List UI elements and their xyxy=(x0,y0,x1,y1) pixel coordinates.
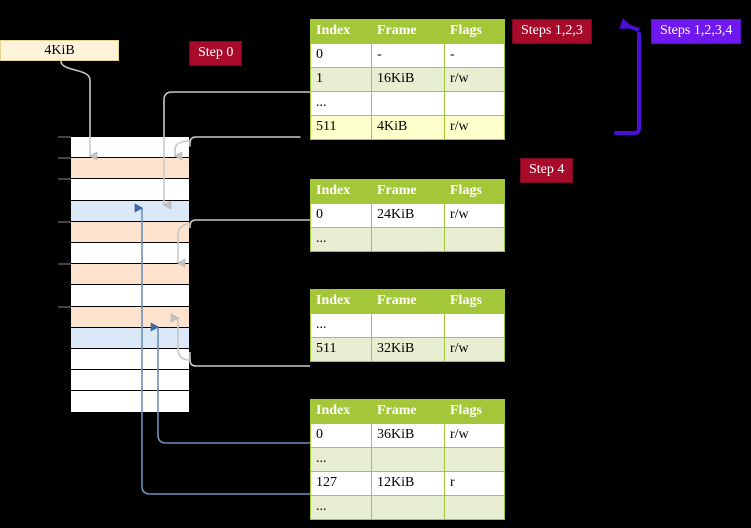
cell-flags: r/w xyxy=(444,67,505,92)
cell-index: ... xyxy=(310,313,372,338)
frame-size-label: 4KiB xyxy=(44,42,75,58)
memory-frame-row xyxy=(71,179,189,201)
cell-index: 511 xyxy=(310,337,372,362)
column-header-index: Index xyxy=(310,399,372,424)
cell-flags xyxy=(444,447,505,472)
cell-frame: 12KiB xyxy=(371,471,445,496)
memory-frame-row xyxy=(71,348,189,371)
cell-frame xyxy=(371,447,445,472)
cell-index: ... xyxy=(310,495,372,520)
cell-flags xyxy=(444,313,505,338)
cell-frame: 24KiB xyxy=(371,203,445,228)
cell-frame xyxy=(371,313,445,338)
badge-steps-1-2-3-4: Steps 1,2,3,4 xyxy=(651,19,742,44)
cell-index: 0 xyxy=(310,203,372,228)
memory-frame-row xyxy=(71,370,189,392)
column-header-index: Index xyxy=(310,179,372,204)
physical-memory-grid xyxy=(70,136,190,413)
cell-index: 0 xyxy=(310,43,372,68)
cell-flags xyxy=(444,227,505,252)
cell-flags: - xyxy=(444,43,505,68)
column-header-frame: Frame xyxy=(371,179,445,204)
cell-flags: r/w xyxy=(444,203,505,228)
cell-flags: r/w xyxy=(444,115,505,140)
cell-index: 0 xyxy=(310,423,372,448)
cell-frame: 36KiB xyxy=(371,423,445,448)
column-header-flags: Flags xyxy=(444,289,505,314)
frame-size-box: 4KiB xyxy=(0,40,119,61)
memory-frame-row xyxy=(71,200,189,222)
cell-flags xyxy=(444,91,505,116)
table-row: 0-- xyxy=(310,43,505,68)
cell-flags: r xyxy=(444,471,505,496)
memory-frame-row xyxy=(71,158,189,180)
cell-frame xyxy=(371,227,445,252)
memory-frame-row xyxy=(71,306,189,328)
cell-index: ... xyxy=(310,91,372,116)
cell-flags: r/w xyxy=(444,423,505,448)
table-row: ... xyxy=(310,447,505,472)
table-row: ... xyxy=(310,313,505,338)
column-header-frame: Frame xyxy=(371,399,445,424)
table-row: ... xyxy=(310,495,505,520)
memory-frame-row xyxy=(71,327,189,349)
cell-frame: 4KiB xyxy=(371,115,445,140)
cell-frame xyxy=(371,495,445,520)
table-row: ... xyxy=(310,91,505,116)
cell-frame: 16KiB xyxy=(371,67,445,92)
memory-frame-row xyxy=(71,264,189,286)
column-header-frame: Frame xyxy=(371,289,445,314)
cell-index: 511 xyxy=(310,115,372,140)
memory-frame-row xyxy=(71,242,189,265)
cell-flags: r/w xyxy=(444,337,505,362)
memory-frame-row xyxy=(71,285,189,307)
badge-steps-1-2-3: Steps 1,2,3 xyxy=(512,19,592,44)
table-row: ... xyxy=(310,227,505,252)
cell-index: ... xyxy=(310,447,372,472)
cell-index: 1 xyxy=(310,67,372,92)
memory-frame-row xyxy=(71,137,189,159)
cell-frame xyxy=(371,91,445,116)
cell-frame: 32KiB xyxy=(371,337,445,362)
cell-frame: - xyxy=(371,43,445,68)
column-header-flags: Flags xyxy=(444,399,505,424)
column-header-index: Index xyxy=(310,289,372,314)
cell-index: ... xyxy=(310,227,372,252)
badge-step-0: Step 0 xyxy=(189,41,243,66)
column-header-frame: Frame xyxy=(371,19,445,44)
column-header-flags: Flags xyxy=(444,179,505,204)
column-header-flags: Flags xyxy=(444,19,505,44)
column-header-index: Index xyxy=(310,19,372,44)
memory-frame-row xyxy=(71,221,189,243)
cell-index: 127 xyxy=(310,471,372,496)
cell-flags xyxy=(444,495,505,520)
memory-frame-row xyxy=(71,391,189,413)
badge-step-4: Step 4 xyxy=(520,158,574,183)
